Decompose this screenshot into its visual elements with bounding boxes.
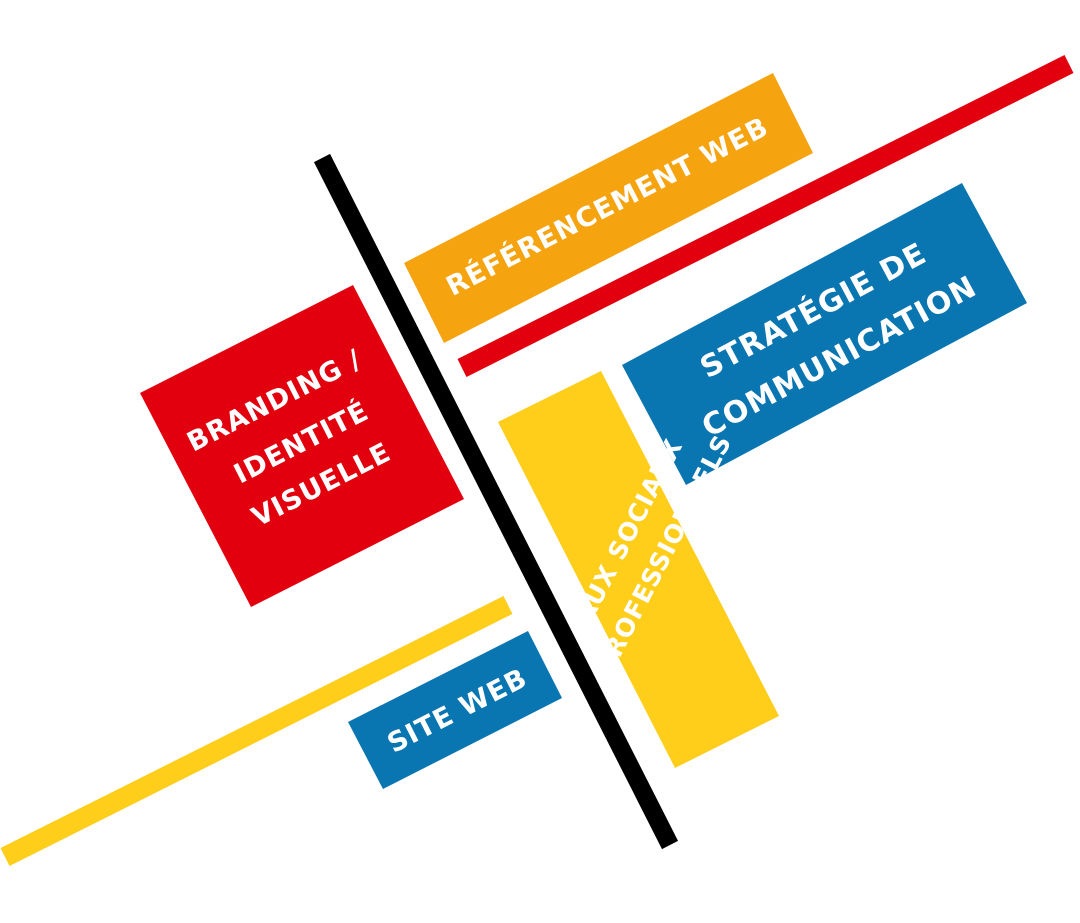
yellow-line (0, 596, 513, 866)
black-line (313, 153, 679, 850)
seo-block-shape (404, 73, 813, 343)
branding-block: BRANDING / IDENTITÉ VISUELLE (140, 285, 464, 607)
website-block-shape (348, 631, 562, 789)
website-block: SITE WEB (348, 631, 562, 789)
seo-label: RÉFÉRENCEMENT WEB (441, 111, 774, 303)
strategy-block-shape (622, 183, 1027, 485)
red-line (457, 55, 1074, 377)
social-block: RÉSEAUX SOCIAUX PROFESSIONNELS (498, 371, 779, 768)
strategy-block: STRATÉGIE DE COMMUNICATION (622, 183, 1027, 485)
social-block-shape (498, 371, 779, 768)
branding-block-shape (140, 285, 464, 607)
